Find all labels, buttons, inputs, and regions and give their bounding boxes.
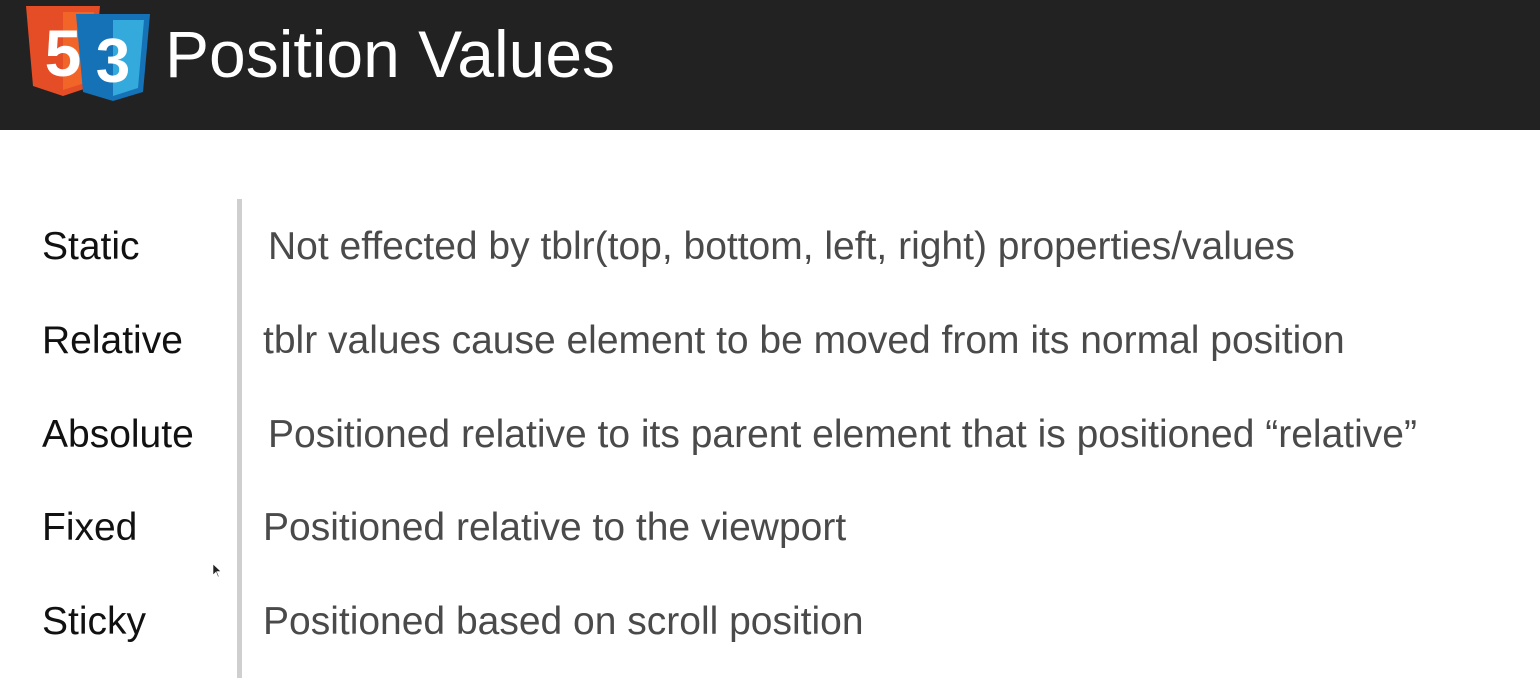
column-divider (237, 199, 242, 678)
term-fixed: Fixed (42, 506, 138, 549)
mouse-pointer-icon (213, 564, 221, 578)
logo-css-badge: 3 (96, 27, 130, 96)
description-static: Not effected by tblr(top, bottom, left, … (268, 225, 1295, 268)
description-fixed: Positioned relative to the viewport (263, 506, 847, 549)
description-absolute: Positioned relative to its parent elemen… (268, 413, 1417, 456)
html5-css3-logo: 5 3 (26, 6, 150, 101)
description-sticky: Positioned based on scroll position (263, 600, 864, 643)
term-absolute: Absolute (42, 413, 194, 456)
logo-html-badge: 5 (45, 16, 82, 90)
term-sticky: Sticky (42, 600, 147, 643)
slide-header: 5 3 Position Values (0, 0, 1540, 130)
page-title: Position Values (165, 17, 616, 91)
term-relative: Relative (42, 319, 183, 362)
css3-shield-icon: 3 (76, 14, 150, 101)
description-relative: tblr values cause element to be moved fr… (263, 319, 1345, 362)
term-static: Static (42, 225, 140, 268)
